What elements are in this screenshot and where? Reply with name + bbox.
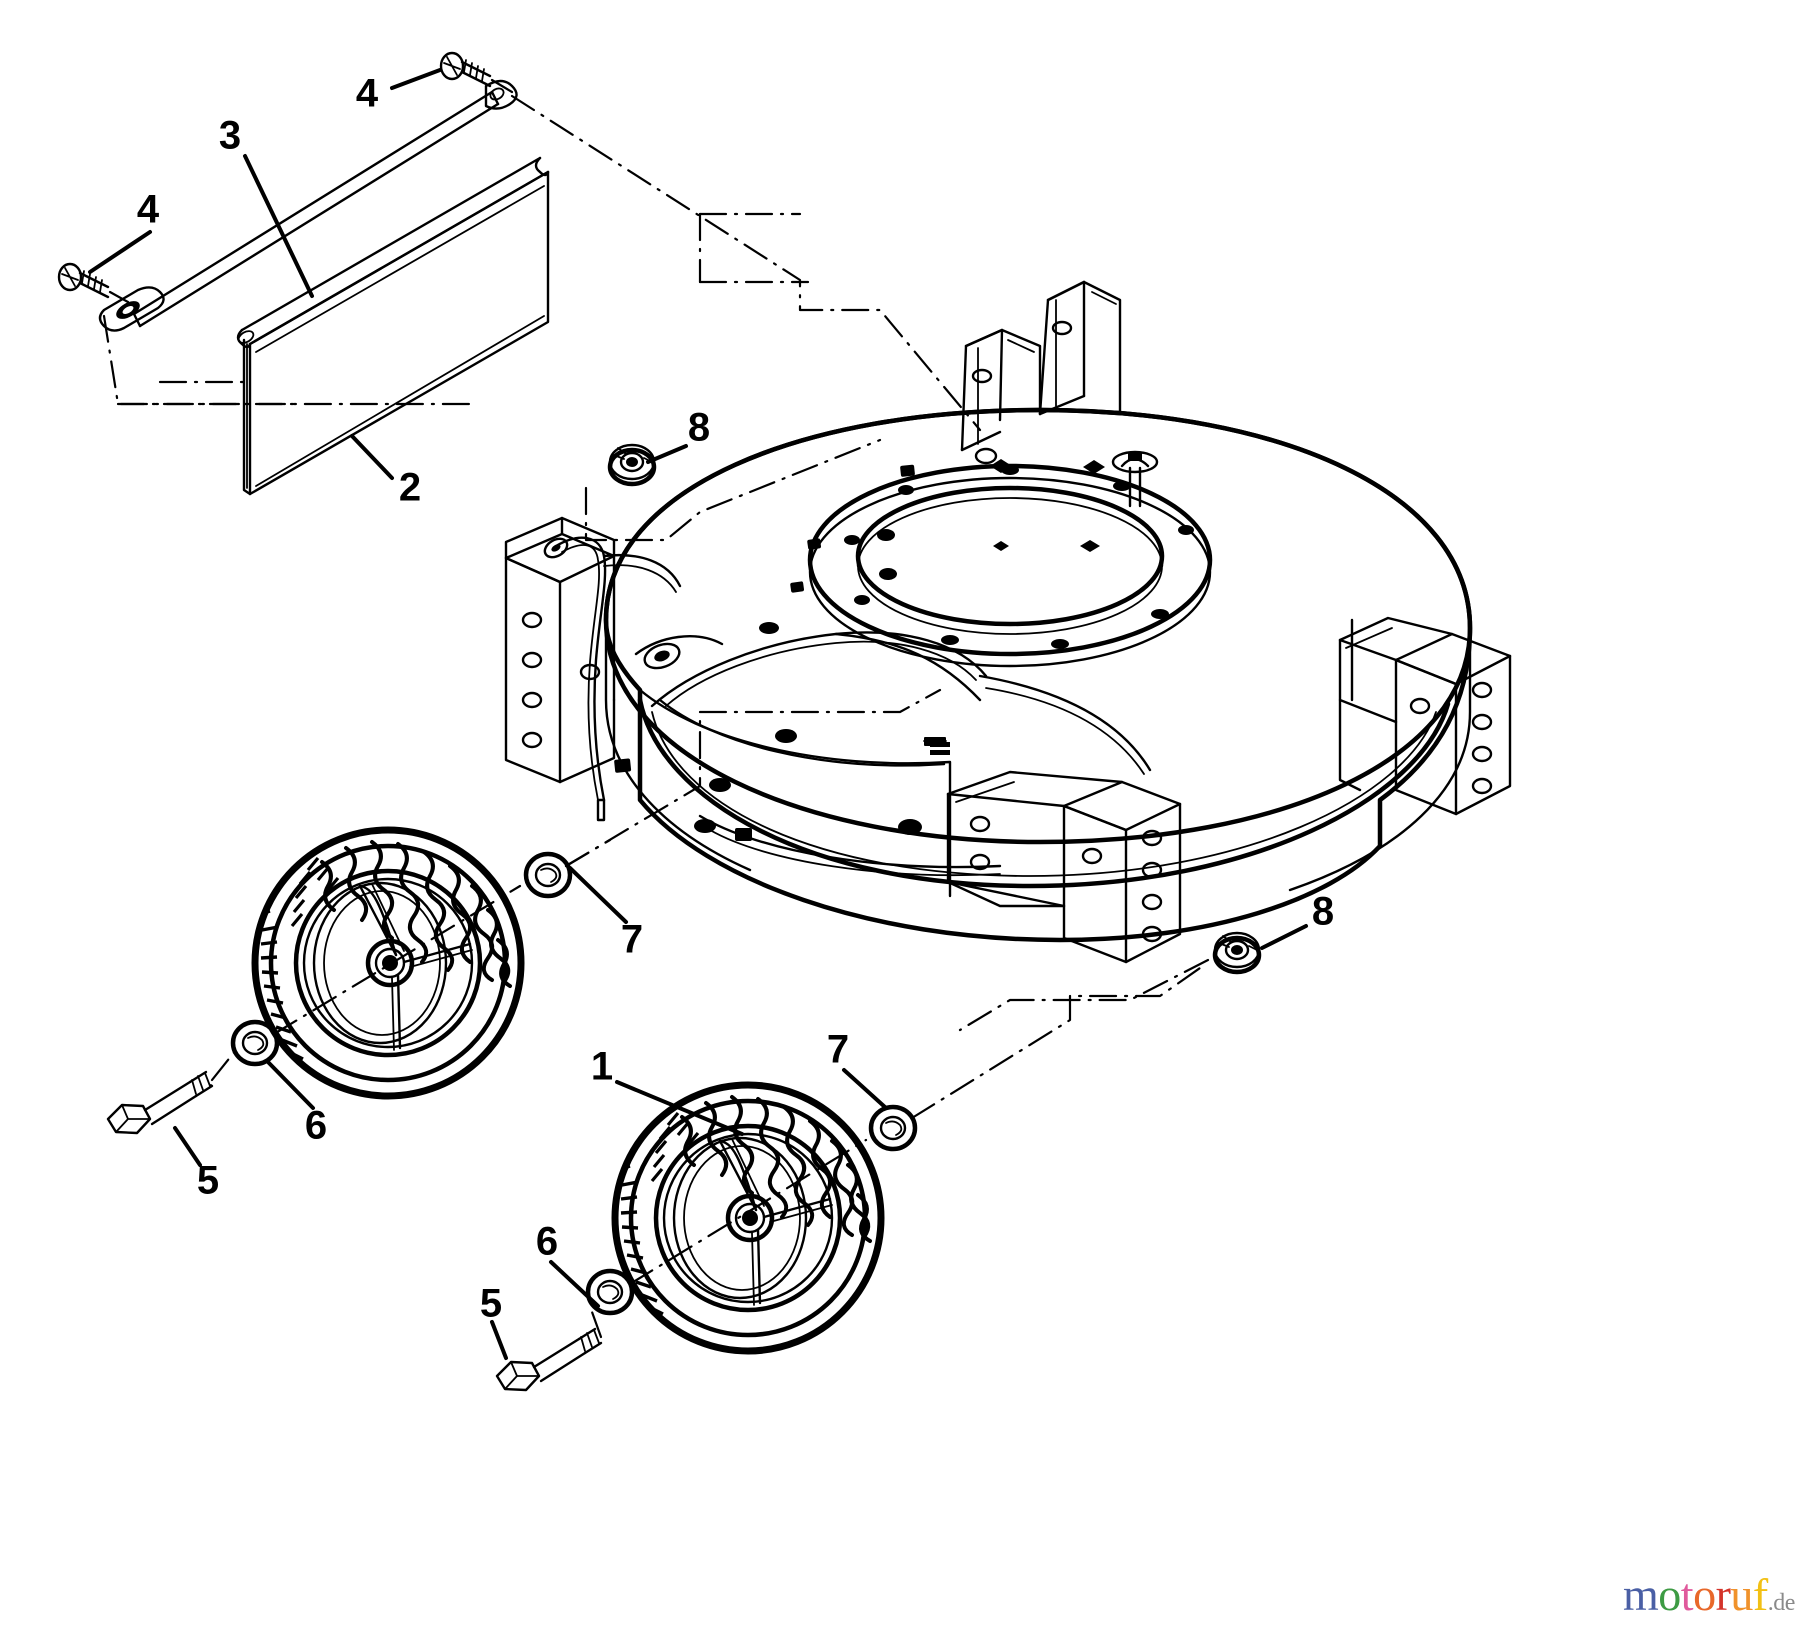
flange-nut-lower <box>1212 931 1262 975</box>
handle-bracket-rear-left <box>960 328 1159 508</box>
washer-inner-lower <box>585 1268 635 1316</box>
watermark-suffix: .de <box>1767 1590 1796 1616</box>
callout-5b: 5 <box>480 1282 502 1326</box>
callout-7b: 7 <box>827 1028 849 1072</box>
callout-1: 1 <box>591 1045 613 1089</box>
watermark-letter-t: t <box>1680 1569 1694 1620</box>
callout-6b: 6 <box>536 1220 558 1264</box>
callout-8a: 8 <box>688 406 710 450</box>
deck-holes <box>993 540 1100 552</box>
callout-8b: 8 <box>1312 890 1334 934</box>
assembly-centerline-shield <box>510 94 982 432</box>
callout-6a: 6 <box>305 1104 327 1148</box>
watermark-letter-o2: o <box>1693 1569 1716 1620</box>
callout-5a: 5 <box>197 1159 219 1203</box>
mower-deck-housing <box>603 407 1473 943</box>
deflector-rod-assembly <box>98 79 518 332</box>
handle-bracket-rear-right <box>1038 280 1122 416</box>
phantom-nut-lower <box>958 958 1210 1032</box>
callout-2: 2 <box>399 466 421 510</box>
height-bracket-right-front <box>946 770 1182 964</box>
watermark-letter-r: r <box>1715 1569 1731 1620</box>
leader-lines <box>88 68 1308 1360</box>
height-bracket-left-front <box>504 516 616 784</box>
callout-7a: 7 <box>621 918 643 962</box>
phantom-line-shield <box>102 314 478 406</box>
flange-nut-upper <box>607 443 657 487</box>
wheel-upper-left <box>251 826 525 1100</box>
screw-right <box>439 51 514 94</box>
axle-centerline-lower <box>628 1138 868 1286</box>
phantom-nut-upper <box>584 438 882 542</box>
watermark-letter-o1: o <box>1658 1569 1681 1620</box>
washer-outer-lower <box>868 1104 918 1152</box>
axle-centerline-upper <box>272 884 522 1036</box>
watermark-letter-u: u <box>1730 1569 1753 1620</box>
deck-top-holes <box>877 529 897 580</box>
callout-numbers: 1 2 3 4 4 5 5 6 6 7 7 8 8 <box>137 72 1334 1326</box>
screw-left <box>57 262 130 304</box>
callout-3: 3 <box>219 114 241 158</box>
washer-inner-upper <box>230 1019 280 1067</box>
motoruf-watermark: motoruf.de <box>1623 1568 1795 1621</box>
washer-outer-upper <box>523 851 573 899</box>
callout-4b: 4 <box>137 188 160 232</box>
wheel-lower-right <box>611 1081 885 1355</box>
deflector-shield <box>236 156 550 496</box>
shoulder-bolt-lower <box>495 1310 603 1392</box>
callout-4a: 4 <box>356 72 379 116</box>
watermark-letter-m: m <box>1623 1569 1659 1620</box>
shoulder-bolt-upper <box>106 1048 238 1135</box>
watermark-letter-f: f <box>1752 1569 1768 1620</box>
height-bracket-right-rear <box>1338 616 1512 816</box>
